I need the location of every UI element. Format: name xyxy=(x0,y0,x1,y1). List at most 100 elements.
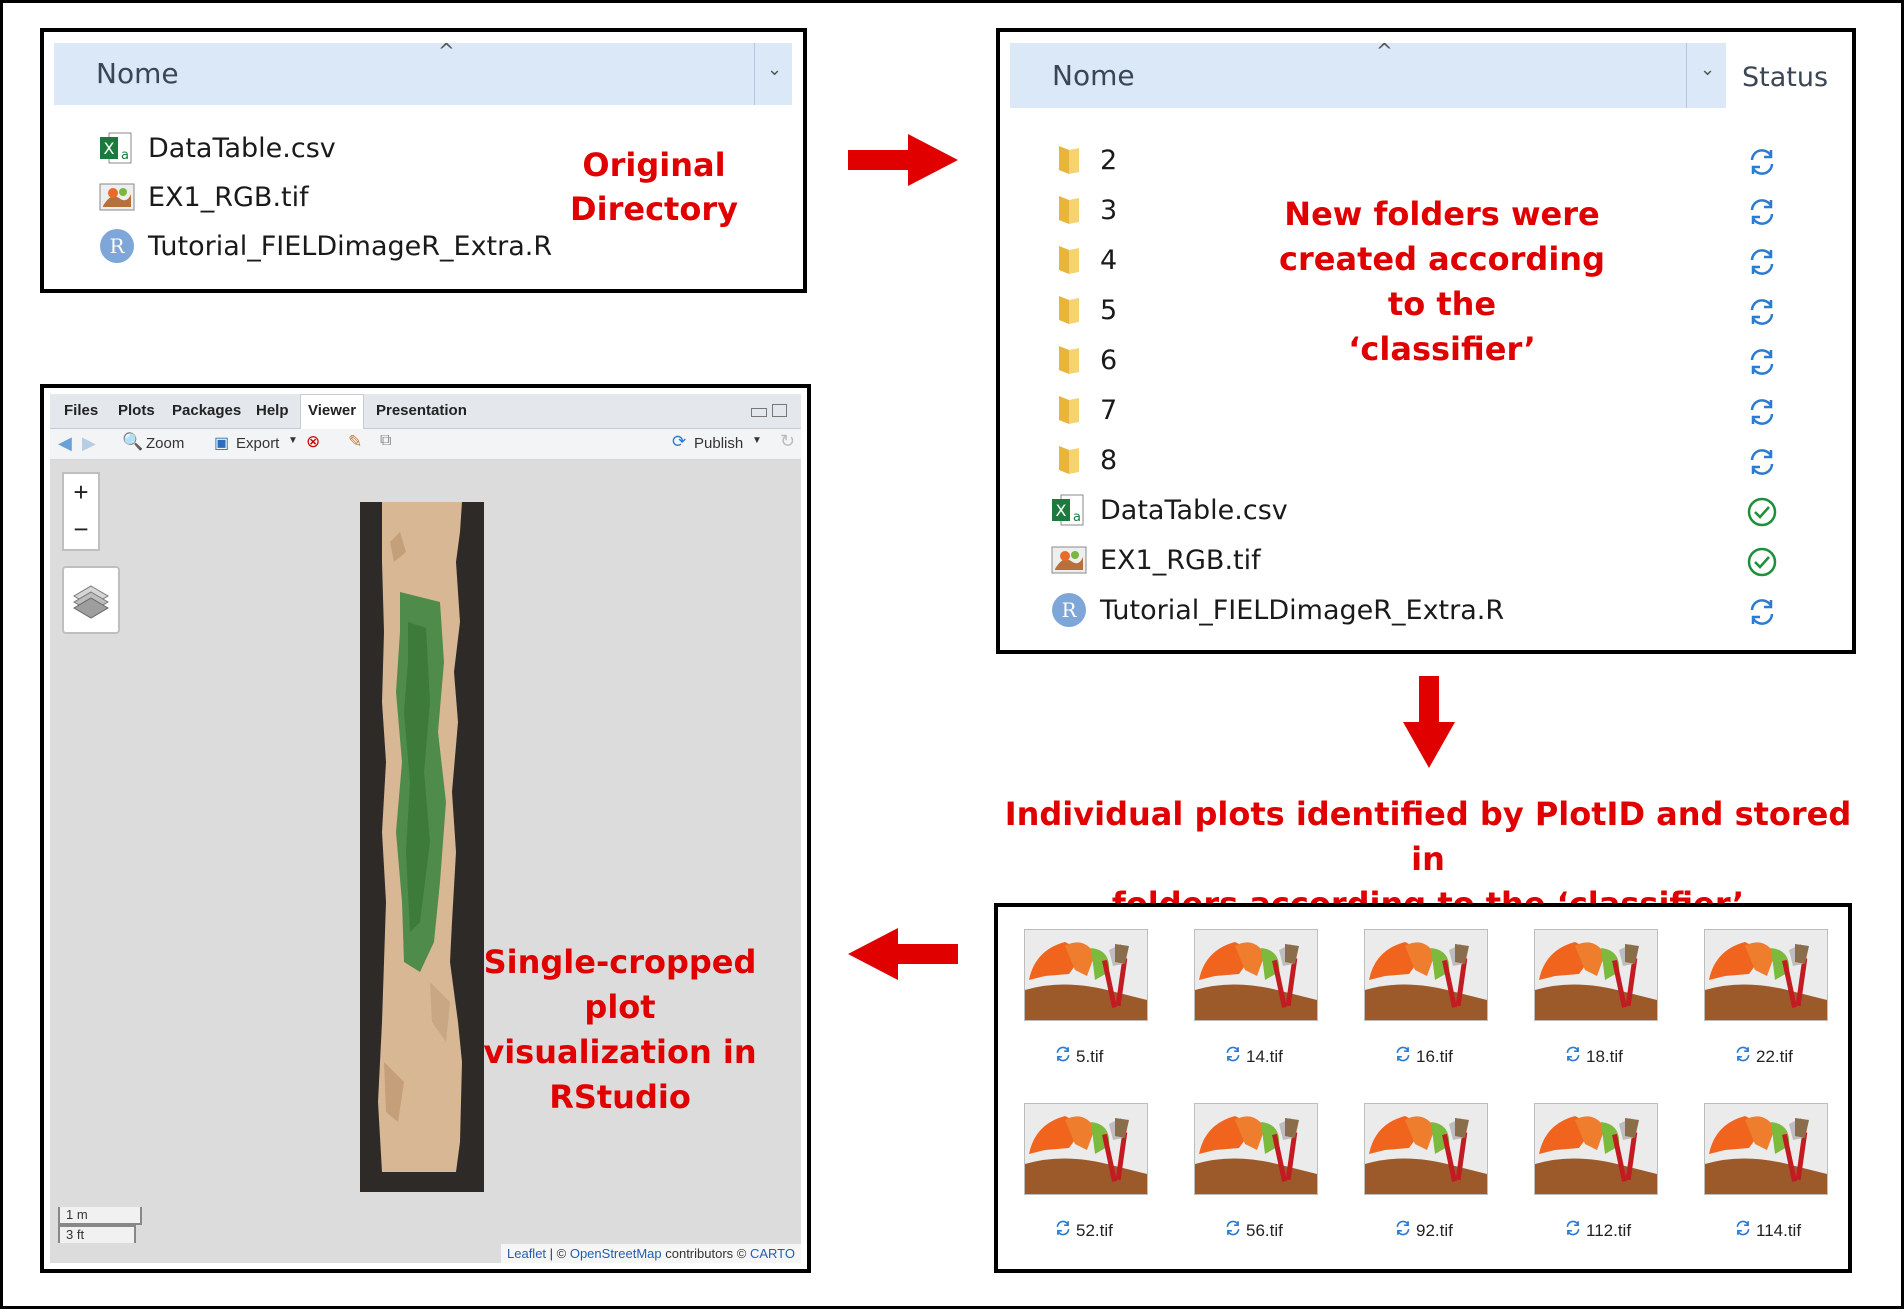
folder-row[interactable]: 2 xyxy=(1050,140,1117,180)
status-sync-icon xyxy=(1746,596,1778,632)
folder-icon xyxy=(1050,293,1088,327)
plot-file-label[interactable]: 5.tif xyxy=(1054,1045,1103,1068)
plot-file-label[interactable]: 16.tif xyxy=(1394,1045,1453,1068)
plot-thumbnail[interactable] xyxy=(1194,1103,1318,1195)
carto-link[interactable]: CARTO xyxy=(749,1246,795,1261)
plot-thumbnail[interactable] xyxy=(1024,1103,1148,1195)
plot-file-label[interactable]: 56.tif xyxy=(1224,1219,1283,1242)
broom-icon[interactable]: ✎ xyxy=(348,432,363,451)
item-name: 4 xyxy=(1100,244,1118,276)
plot-thumbnail[interactable] xyxy=(1534,1103,1658,1195)
r-script-icon: R xyxy=(98,229,136,263)
sync-icon xyxy=(1734,1045,1752,1068)
sync-icon xyxy=(1734,1219,1752,1242)
folder-row[interactable]: 6 xyxy=(1050,340,1117,380)
folder-row[interactable]: 5 xyxy=(1050,290,1117,330)
export-button[interactable]: Export xyxy=(236,435,280,452)
tab-help[interactable]: Help xyxy=(256,402,289,419)
leaflet-link[interactable]: Leaflet xyxy=(507,1246,547,1261)
tab-plots[interactable]: Plots xyxy=(118,402,155,419)
original-directory-label: Original Directory xyxy=(569,144,739,232)
file-row[interactable]: EX1_RGB.tif xyxy=(1050,540,1261,580)
zoom-icon[interactable]: 🔍 xyxy=(122,432,144,451)
plot-file-name: 112.tif xyxy=(1586,1220,1632,1240)
tab-viewer-active[interactable] xyxy=(300,394,364,429)
plot-file-label[interactable]: 114.tif xyxy=(1734,1219,1801,1242)
plot-thumbnail[interactable] xyxy=(1364,929,1488,1021)
folder-row[interactable]: 3 xyxy=(1050,190,1117,230)
map-attribution: Leaflet | © OpenStreetMap contributors ©… xyxy=(501,1244,801,1263)
refresh-icon[interactable]: ↻ xyxy=(780,431,796,451)
export-icon[interactable]: ▣ xyxy=(214,435,230,452)
file-row[interactable]: EX1_RGB.tif xyxy=(98,177,309,217)
arrow-down-icon xyxy=(1403,676,1455,768)
tab-viewer[interactable]: Viewer xyxy=(308,402,357,419)
minimize-icon[interactable] xyxy=(751,408,767,417)
plot-thumbnail[interactable] xyxy=(1364,1103,1488,1195)
plot-thumbnail[interactable] xyxy=(1534,929,1658,1021)
tab-files[interactable]: Files xyxy=(64,402,99,419)
plot-file-name: 5.tif xyxy=(1076,1046,1104,1066)
plot-thumbnail[interactable] xyxy=(1704,929,1828,1021)
plot-file-label[interactable]: 22.tif xyxy=(1734,1045,1793,1068)
status-ok-icon xyxy=(1746,496,1778,532)
sync-icon xyxy=(1564,1219,1582,1242)
svg-text:X: X xyxy=(104,139,115,158)
maximize-icon[interactable] xyxy=(772,404,787,417)
folder-row[interactable]: 4 xyxy=(1050,240,1117,280)
plot-file-name: 114.tif xyxy=(1756,1220,1802,1240)
folder-row[interactable]: 7 xyxy=(1050,390,1117,430)
file-row[interactable]: R Tutorial_FIELDimageR_Extra.R xyxy=(98,226,552,266)
plot-file-label[interactable]: 14.tif xyxy=(1224,1045,1283,1068)
chevron-down-icon[interactable]: ⌄ xyxy=(767,59,783,80)
item-name: DataTable.csv xyxy=(1100,494,1288,526)
zoom-out-button[interactable]: − xyxy=(62,511,100,551)
item-name: 5 xyxy=(1100,294,1118,326)
publish-button[interactable]: Publish xyxy=(694,435,744,452)
plot-file-name: 16.tif xyxy=(1416,1046,1453,1066)
popout-icon[interactable]: ⧉ xyxy=(380,432,392,449)
plot-file-label[interactable]: 18.tif xyxy=(1564,1045,1623,1068)
status-header[interactable]: Status xyxy=(1742,62,1829,93)
zoom-button[interactable]: Zoom xyxy=(146,435,185,452)
plot-thumbnail[interactable] xyxy=(1194,929,1318,1021)
status-sync-icon xyxy=(1746,246,1778,282)
layers-button[interactable] xyxy=(62,566,120,634)
arrow-right-icon xyxy=(848,134,958,186)
forward-arrow-icon[interactable]: ▶ xyxy=(82,433,96,453)
sync-icon xyxy=(1564,1045,1582,1068)
viewer-toolbar: ◀ ▶ 🔍 Zoom ▣ Export ▼ ⊗ ✎ ⧉ ⟳ Publish ▼ … xyxy=(50,429,801,460)
back-arrow-icon[interactable]: ◀ xyxy=(58,433,72,453)
leaflet-map[interactable]: + − 1 m 3 ft Leaflet | © OpenStreetMap c… xyxy=(50,460,801,1263)
chevron-down-icon[interactable]: ⌄ xyxy=(1700,59,1716,80)
plot-file-label[interactable]: 92.tif xyxy=(1394,1219,1453,1242)
dropdown-caret-icon[interactable]: ▼ xyxy=(288,435,298,446)
clear-icon[interactable]: ⊗ xyxy=(306,432,321,451)
dropdown-caret-icon[interactable]: ▼ xyxy=(752,435,762,446)
item-name: 2 xyxy=(1100,144,1118,176)
tab-packages[interactable]: Packages xyxy=(172,402,242,419)
plot-file-label[interactable]: 52.tif xyxy=(1054,1219,1113,1242)
tab-presentation[interactable]: Presentation xyxy=(376,402,467,419)
plot-thumbnail[interactable] xyxy=(1704,1103,1828,1195)
folder-row[interactable]: 8 xyxy=(1050,440,1117,480)
publish-icon[interactable]: ⟳ xyxy=(672,432,687,451)
zoom-in-button[interactable]: + xyxy=(62,472,100,512)
item-name: 7 xyxy=(1100,394,1118,426)
item-name: 8 xyxy=(1100,444,1118,476)
folder-icon xyxy=(1050,243,1088,277)
scale-imperial: 3 ft xyxy=(58,1225,136,1243)
label-line: to the xyxy=(1387,285,1497,323)
column-header[interactable]: ^ Nome ⌄ xyxy=(54,39,792,105)
plot-file-name: 52.tif xyxy=(1076,1220,1113,1240)
label-line: visualization in xyxy=(483,1033,757,1071)
attribution-sep: | © xyxy=(546,1246,570,1261)
status-sync-icon xyxy=(1746,296,1778,332)
column-header[interactable]: ^ Nome ⌄ xyxy=(1010,39,1726,108)
plot-file-label[interactable]: 112.tif xyxy=(1564,1219,1631,1242)
osm-link[interactable]: OpenStreetMap xyxy=(569,1246,662,1261)
plot-thumbnail[interactable] xyxy=(1024,929,1148,1021)
